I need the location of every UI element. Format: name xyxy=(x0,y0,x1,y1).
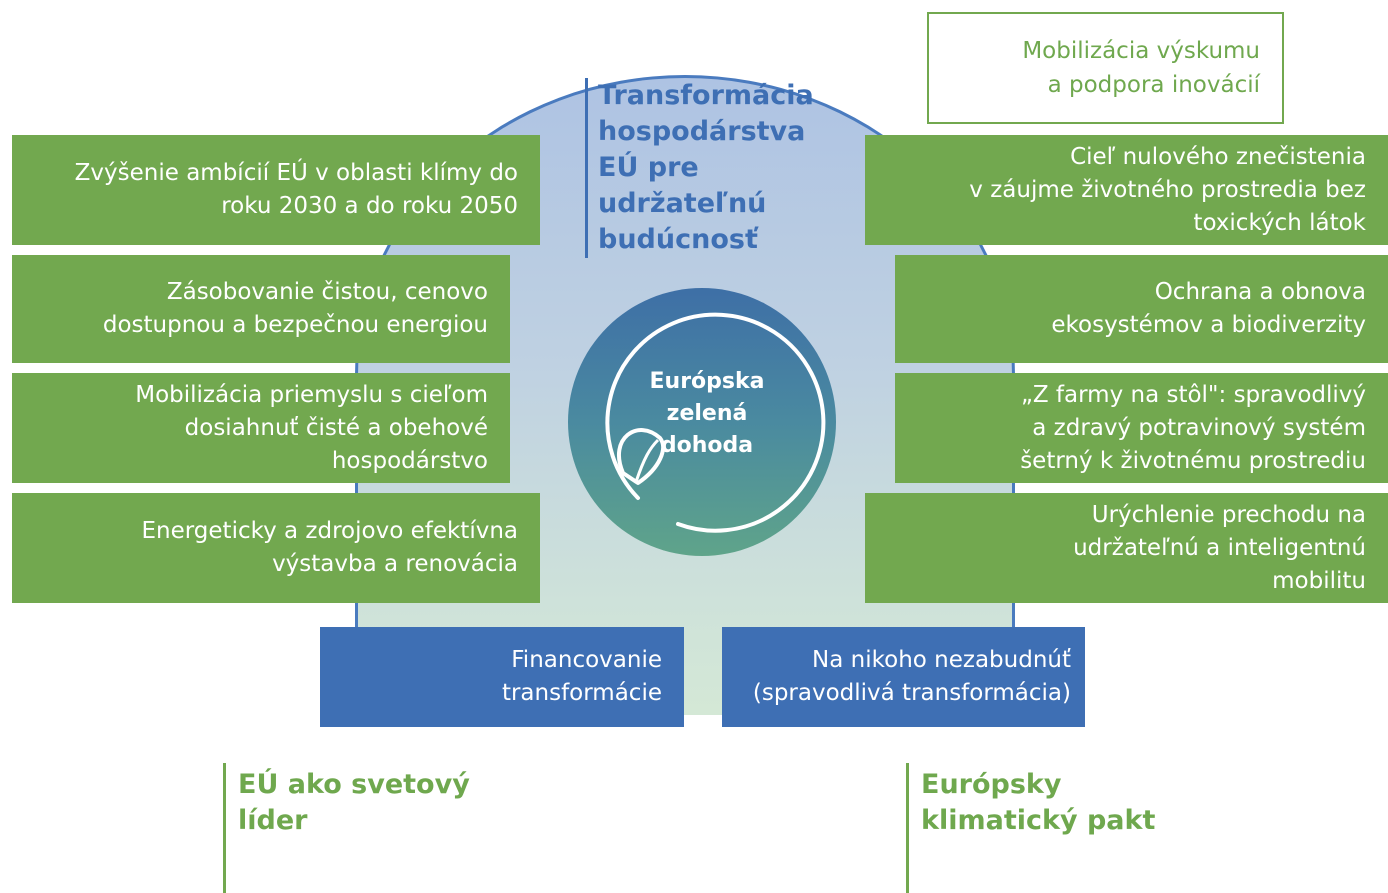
box-line: toxických látok xyxy=(1193,209,1366,236)
box-line: Zvýšenie ambícií EÚ v oblasti klímy do xyxy=(74,160,518,186)
box-ecosystems-biodiversity: Ochrana a obnova ekosystémov a biodiverz… xyxy=(895,255,1388,363)
box-line: hospodárstvo xyxy=(331,447,488,474)
box-line: roku 2030 a do roku 2050 xyxy=(221,193,518,219)
box-line: Na nikoho nezabudnúť xyxy=(812,647,1071,673)
center-line: zelená xyxy=(666,401,748,426)
box-line: Mobilizácia priemyslu s cieľom xyxy=(135,381,488,408)
title-line: udržateľnú xyxy=(598,188,767,219)
box-line: transformácie xyxy=(501,680,662,706)
box-line: Mobilizácia výskumu xyxy=(1022,38,1260,64)
label-line: Európsky xyxy=(921,769,1062,800)
title-line: hospodárstva xyxy=(598,116,806,147)
box-building-renovation: Energeticky a zdrojovo efektívna výstavb… xyxy=(12,493,540,603)
box-line: Cieľ nulového znečistenia xyxy=(1070,143,1366,170)
box-financing-transition: Financovanie transformácie xyxy=(320,627,684,727)
box-line: „Z farmy na stôl": spravodlivý xyxy=(1020,381,1366,408)
box-line: Energeticky a zdrojovo efektívna xyxy=(141,518,518,544)
center-line: Európska xyxy=(649,369,765,394)
box-line: a podpora inovácií xyxy=(1047,72,1260,98)
box-just-transition: Na nikoho nezabudnúť (spravodlivá transf… xyxy=(722,627,1085,727)
box-line: v záujme životného prostredia bez xyxy=(969,176,1366,203)
title-line: Transformácia xyxy=(598,80,814,111)
label-eu-global-leader: EÚ ako svetový líder xyxy=(223,763,470,893)
box-climate-ambition: Zvýšenie ambícií EÚ v oblasti klímy do r… xyxy=(12,135,540,245)
box-line: šetrný k životnému prostrediu xyxy=(1020,447,1366,474)
label-line: líder xyxy=(238,805,308,836)
box-line: (spravodlivá transformácia) xyxy=(752,680,1071,706)
diagram-title: Transformácia hospodárstva EÚ pre udržat… xyxy=(585,78,838,258)
box-line: dosiahnuť čisté a obehové xyxy=(184,414,488,441)
center-line: dohoda xyxy=(660,433,754,458)
box-sustainable-mobility: Urýchlenie prechodu na udržateľnú a inte… xyxy=(865,493,1388,603)
box-farm-to-fork: „Z farmy na stôl": spravodlivý a zdravý … xyxy=(895,373,1388,483)
green-deal-circle: Európska zelená dohoda xyxy=(568,288,836,556)
box-line: mobilitu xyxy=(1272,567,1366,594)
box-line: udržateľnú a inteligentnú xyxy=(1073,534,1366,561)
box-line: Financovanie xyxy=(511,647,662,673)
box-clean-energy: Zásobovanie čistou, cenovo dostupnou a b… xyxy=(12,255,510,363)
title-line: budúcnosť xyxy=(598,224,758,255)
box-line: Ochrana a obnova xyxy=(1154,279,1366,305)
box-research-innovation: Mobilizácia výskumu a podpora inovácií xyxy=(927,12,1284,124)
box-line: dostupnou a bezpečnou energiou xyxy=(102,312,488,338)
title-line: EÚ pre xyxy=(598,152,699,183)
label-line: EÚ ako svetový xyxy=(238,769,470,800)
center-label: Európska zelená dohoda xyxy=(622,366,792,462)
box-industry-circular: Mobilizácia priemyslu s cieľom dosiahnuť… xyxy=(12,373,510,483)
box-zero-pollution: Cieľ nulového znečistenia v záujme život… xyxy=(865,135,1388,245)
leaf-circle-icon xyxy=(605,312,826,533)
box-line: Urýchlenie prechodu na xyxy=(1091,501,1366,528)
box-line: výstavba a renovácia xyxy=(272,551,518,577)
label-line: klimatický pakt xyxy=(921,805,1156,836)
box-line: ekosystémov a biodiverzity xyxy=(1051,312,1366,338)
label-climate-pact: Európsky klimatický pakt xyxy=(906,763,1155,893)
box-line: Zásobovanie čistou, cenovo xyxy=(166,279,488,305)
box-line: a zdravý potravinový systém xyxy=(1032,414,1366,441)
